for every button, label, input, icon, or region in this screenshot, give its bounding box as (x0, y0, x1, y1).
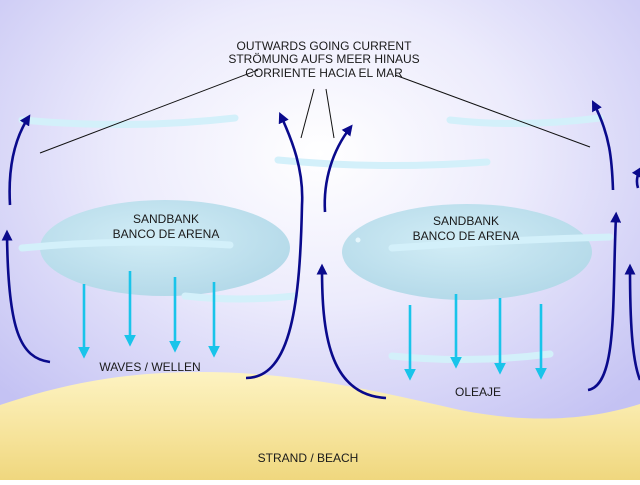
label-line: SANDBANK (433, 214, 499, 228)
label-line: BANCO DE ARENA (113, 227, 220, 241)
curved-arrow-icon (8, 114, 31, 206)
curved-arrow-icon (587, 211, 622, 392)
sandbank-right-label: SANDBANK BANCO DE ARENA (413, 214, 520, 243)
label-line: SANDBANK (133, 212, 199, 226)
beach-sand (0, 372, 640, 480)
curved-arrow-icon (1, 229, 51, 364)
sandbank-left (40, 200, 290, 296)
bubble (355, 237, 361, 243)
wave-crest (181, 292, 299, 303)
current-arrows (1, 100, 640, 400)
leader-line (325, 88, 335, 139)
curved-arrow-icon (591, 100, 615, 191)
curved-arrow-icon (624, 263, 640, 381)
leader-lines (39, 69, 591, 154)
caption-outward-current: OUTWARDS GOING CURRENT STRÖMUNG AUFS MEE… (228, 39, 419, 80)
leader-line (300, 88, 315, 139)
wave-arrows (78, 271, 547, 381)
curved-arrow-icon (245, 112, 304, 380)
label-line: BANCO DE ARENA (413, 229, 520, 243)
oleaje-label: OLEAJE (455, 385, 501, 399)
caption-line: STRÖMUNG AUFS MEER HINAUS (228, 52, 419, 66)
curved-arrow-icon (323, 124, 353, 213)
caption-line: OUTWARDS GOING CURRENT (237, 39, 413, 53)
curved-arrow-icon (631, 166, 640, 189)
wave-crest (446, 114, 604, 128)
leader-line (394, 74, 591, 148)
wave-crest (274, 156, 491, 170)
leader-line (39, 69, 259, 154)
wave-crest (18, 114, 239, 129)
waves-label: WAVES / WELLEN (99, 360, 200, 374)
curved-arrow-icon (316, 263, 387, 400)
wave-crest (18, 238, 234, 252)
beach-label: STRAND / BEACH (258, 451, 359, 465)
wave-crest (388, 233, 614, 252)
caption-line: CORRIENTE HACIA EL MAR (245, 66, 403, 80)
sandbank-right (342, 204, 592, 300)
sandbank-left-label: SANDBANK BANCO DE ARENA (113, 212, 220, 241)
